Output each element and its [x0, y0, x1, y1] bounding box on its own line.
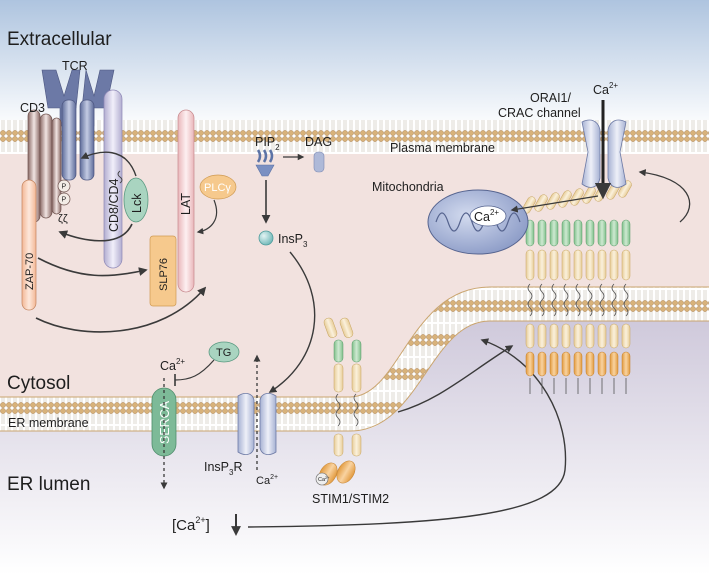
mitochondrion — [427, 189, 529, 255]
orai-label-line1: ORAI1/ — [530, 91, 572, 105]
tcr-label: TCR — [62, 59, 88, 73]
insp3r-label: InsP3R — [204, 460, 243, 477]
dag-molecule — [313, 151, 325, 173]
arrow-ca-depletion-to-stim — [247, 338, 567, 528]
arrow-lat-to-plc — [196, 199, 218, 235]
arrow-stim-translocation — [397, 345, 514, 413]
dag-label: DAG — [305, 135, 332, 149]
plc-gamma — [199, 174, 237, 200]
svg-text:P: P — [62, 184, 67, 191]
arrow-stim-to-orai — [638, 169, 691, 223]
stim-cluster — [522, 180, 632, 394]
svg-text:Ca2+: Ca2+ — [318, 475, 330, 483]
er-lumen-label: ER lumen — [7, 474, 90, 495]
cytosol-label: Cytosol — [7, 373, 70, 394]
insp3-molecule — [258, 230, 274, 246]
arrow-insp3-to-receptor — [268, 251, 316, 393]
insp3-receptor — [237, 392, 277, 456]
stim-cluster-unit — [570, 188, 584, 394]
mitochondria-label: Mitochondria — [372, 180, 444, 194]
lumen-ca-label: [Ca2+] — [172, 515, 210, 534]
pip2-label: PIP2 — [255, 135, 280, 152]
stim-cluster-unit — [594, 184, 608, 394]
serca-label: SERCA — [158, 400, 172, 444]
er-membrane-label: ER membrane — [8, 416, 89, 430]
cd8-cd4-label: CD8/CD4 — [107, 178, 121, 232]
mito-ca-label: Ca2+ — [474, 208, 499, 224]
er-membrane — [0, 287, 709, 431]
arrow-lck-to-zap70 — [58, 223, 133, 242]
stim-cluster-unit — [534, 194, 548, 394]
stim-bound-ca: Ca2+ — [315, 472, 330, 486]
phospho-p-2: P — [57, 192, 71, 206]
stim-resting-right — [336, 317, 362, 484]
lat-label: LAT — [179, 193, 193, 215]
stim-cluster-unit — [522, 196, 536, 394]
serca-ca-label: Ca2+ — [160, 357, 185, 373]
svg-text:P: P — [62, 197, 67, 204]
stim-cluster-unit — [618, 180, 632, 394]
phospho-p-1: P — [57, 179, 71, 193]
zeta-label: ζζ — [58, 213, 68, 225]
tg-inhibition-line — [174, 359, 215, 381]
arrow-lck-to-cd3 — [80, 151, 137, 177]
lck-label: Lck — [130, 193, 144, 213]
lat-adaptor — [177, 109, 195, 293]
insp3r-ca-label: Ca2+ — [256, 474, 278, 487]
arrow-zap70-to-slp76 — [37, 257, 148, 277]
orai-ca-label: Ca2+ — [593, 81, 618, 97]
tg-label: TG — [216, 347, 231, 359]
tg-inhibitor — [208, 341, 240, 363]
stim-cluster-unit — [546, 192, 560, 394]
slp76-adaptor — [149, 235, 177, 307]
zap70-protein — [21, 179, 37, 311]
tcr-complex — [41, 69, 115, 181]
slp76-label: SLP76 — [158, 258, 170, 291]
arrow-orai-to-mito — [510, 195, 599, 213]
zap70-label: ZAP-70 — [24, 253, 36, 290]
stim-label: STIM1/STIM2 — [312, 492, 389, 506]
lck-kinase — [123, 177, 149, 223]
orai1-channel — [581, 119, 627, 188]
insp3-label: InsP3 — [278, 232, 308, 249]
cd3-label: CD3 — [20, 101, 45, 115]
stim-cluster-unit — [558, 190, 572, 394]
pip2-molecule — [255, 149, 275, 177]
stim-cluster-unit — [582, 186, 596, 394]
plasma-membrane-label: Plasma membrane — [390, 141, 495, 155]
extracellular-label: Extracellular — [7, 29, 112, 50]
arrow-zap70-to-lat — [35, 286, 207, 333]
orai-label-line2: CRAC channel — [498, 106, 581, 120]
stim-resting-left — [318, 317, 344, 486]
plc-label: PLCγ — [204, 182, 231, 194]
